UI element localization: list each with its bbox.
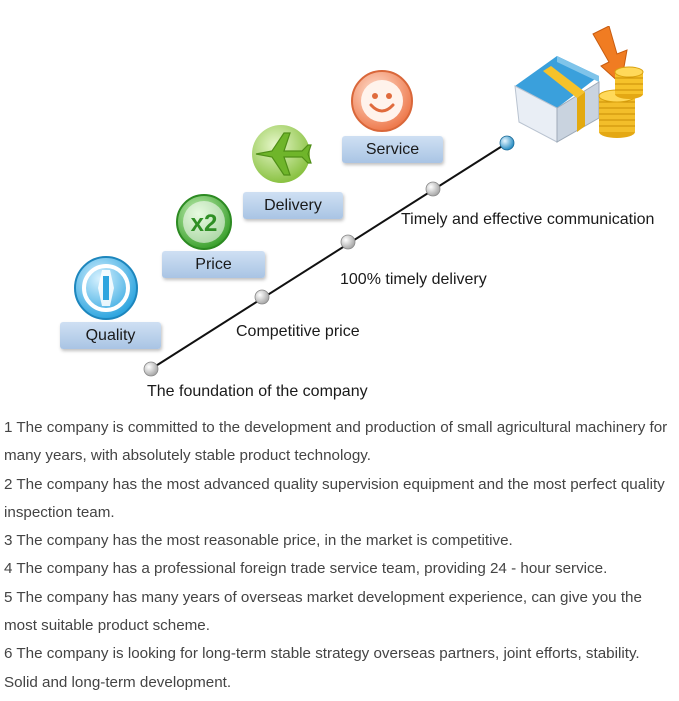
quality-icon [74,256,138,320]
list-item: 4 The company has a professional foreign… [4,560,608,578]
money-house-icon [514,26,644,143]
milestone-foundation: The foundation of the company [147,383,368,400]
growth-diagram: x2 [60,26,655,400]
milestone-timely-delivery: 100% timely delivery [340,271,487,288]
list-item: 5 The company has many years of overseas… [4,588,642,635]
svg-text:x2: x2 [191,210,218,237]
smiley-icon [351,70,413,132]
list-item: 3 The company has the most reasonable pr… [4,532,513,550]
timeline-node [340,234,356,250]
price-icon: x2 [176,194,232,250]
delivery-label: Delivery [243,192,343,219]
service-label: Service [342,136,443,163]
quality-label: Quality [60,322,161,349]
list-item: 2 The company has the most advanced qual… [4,475,665,521]
timeline-line [150,142,508,370]
timeline-node [425,181,441,197]
timeline-node [143,361,159,377]
timeline [143,135,515,377]
airplane-icon [252,125,312,183]
milestone-communication: Timely and effective communication [401,211,655,228]
timeline-node [254,289,270,305]
milestone-competitive-price: Competitive price [236,323,360,340]
timeline-node-end [499,135,515,151]
company-points-list: 1 The company is committed to the develo… [4,414,676,697]
price-label: Price [162,251,265,278]
list-item: 1 The company is committed to the develo… [4,419,668,465]
list-item: 6 The company is looking for long-term s… [4,645,640,691]
